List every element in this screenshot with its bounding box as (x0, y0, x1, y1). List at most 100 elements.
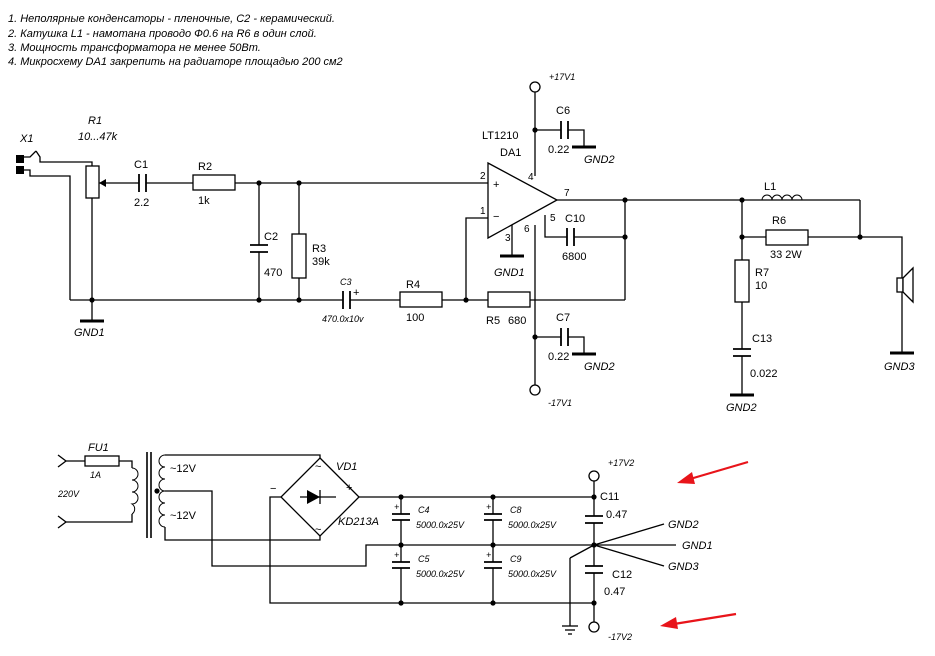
gnd1-amp-label: GND1 (74, 327, 105, 339)
vd1-part: KD213A (338, 516, 379, 528)
resistor-r5: R5 680 (486, 291, 625, 327)
capacitor-c11: C11 0.47 (585, 491, 627, 545)
c3-value: 470.0x10v (322, 314, 364, 324)
capacitor-c6: C6 0.22 GND2 (535, 105, 615, 166)
gnd1-ic-label: GND1 (494, 267, 525, 279)
gnd2-psu-label: GND2 (668, 519, 699, 531)
c4-value: 5000.0x25V (416, 520, 465, 530)
r3-value: 39k (312, 256, 330, 268)
resistor-r7: R7 10 (734, 259, 769, 303)
capacitor-c8: + C8 5000.0x25V (484, 497, 557, 545)
c1-value: 2.2 (134, 197, 149, 209)
note-1: 1. Неполярные конденсаторы - пленочные, … (8, 13, 335, 25)
c10-name: C10 (565, 213, 585, 225)
c2-name: C2 (264, 231, 278, 243)
psu-junctions (154, 488, 597, 606)
opamp-minus: − (493, 211, 499, 223)
amp-junctions (89, 127, 863, 340)
r6-value: 33 2W (770, 249, 802, 261)
r7-value: 10 (755, 280, 767, 292)
c9-plus: + (486, 550, 491, 560)
r5-name: R5 (486, 315, 500, 327)
capacitor-c5: + C5 5000.0x25V (392, 545, 465, 603)
vneg1-label: -17V1 (548, 398, 572, 408)
c11-name: C11 (600, 491, 619, 503)
c13-name: C13 (752, 333, 772, 345)
c5-plus: + (394, 550, 399, 560)
vneg2-label: -17V2 (608, 632, 632, 642)
r2-name: R2 (198, 161, 212, 173)
sec1-label: ~12V (170, 463, 197, 475)
c6-name: C6 (556, 105, 570, 117)
gnd2-c7-label: GND2 (584, 361, 615, 373)
note-4: 4. Микросхему DA1 закрепить на радиаторе… (8, 56, 343, 68)
c2-value: 470 (264, 267, 282, 279)
gnd2-c13-label: GND2 (726, 402, 757, 414)
c8-name: C8 (510, 505, 522, 515)
c12-value: 0.47 (604, 586, 625, 598)
capacitor-c1: C1 2.2 (134, 159, 193, 209)
annotation-arrow-bottom (660, 612, 737, 629)
r2-value: 1k (198, 195, 210, 207)
gnd3-amp-label: GND3 (884, 361, 915, 373)
pin5-label: 5 (550, 213, 556, 224)
c12-name: C12 (612, 569, 632, 581)
resistor-r4: R4 100 (399, 279, 488, 324)
annotation-arrow-top (677, 460, 749, 484)
c5-name: C5 (418, 554, 430, 564)
capacitor-c13: C13 0.022 GND2 (726, 333, 778, 414)
resistor-r6: R6 33 2W (765, 215, 809, 261)
fu1-value: 1A (90, 470, 101, 480)
capacitor-c7: C7 0.22 GND2 (535, 312, 615, 373)
power-supply-circuit: FU1 1A 220V ~12V ~12V VD1 KD213A + (57, 442, 749, 642)
ic-name: DA1 (500, 147, 521, 159)
chassis-ground-icon (562, 544, 595, 635)
vd1-name: VD1 (336, 461, 357, 473)
inductor-l1: L1 (761, 181, 803, 201)
capacitor-c3: + C3 470.0x10v (322, 277, 400, 324)
x1-label: X1 (19, 133, 33, 145)
sec2-label: ~12V (170, 510, 197, 522)
capacitor-c2: C2 470 (250, 183, 282, 300)
transformer: ~12V ~12V (130, 452, 197, 538)
r1-name: R1 (88, 115, 102, 127)
pin6-label: 6 (524, 224, 530, 235)
pin3-label: 3 (505, 233, 511, 244)
capacitor-c9: + C9 5000.0x25V (484, 545, 557, 603)
speaker-icon: GND3 (860, 236, 915, 373)
gnd3-psu-label: GND3 (668, 561, 699, 573)
mains-label: 220V (57, 489, 80, 499)
pin4-label: 4 (528, 172, 534, 183)
opamp-plus: + (493, 179, 499, 191)
amplifier-circuit: X1 R1 10...47k C1 2.2 R2 1k (16, 72, 915, 414)
pin7-label: 7 (564, 188, 570, 199)
r4-name: R4 (406, 279, 420, 291)
c3-name: C3 (340, 277, 352, 287)
c7-value: 0.22 (548, 351, 569, 363)
gnd2-c6-label: GND2 (584, 154, 615, 166)
c5-value: 5000.0x25V (416, 569, 465, 579)
r4-value: 100 (406, 312, 424, 324)
c6-value: 0.22 (548, 144, 569, 156)
c7-name: C7 (556, 312, 570, 324)
c1-name: C1 (134, 159, 148, 171)
c9-name: C9 (510, 554, 522, 564)
gnd1-psu-label: GND1 (682, 540, 713, 552)
resistor-r2: R2 1k (192, 161, 488, 207)
bridge-ac1: ~ (315, 461, 321, 473)
opamp-da1: + − LT1210 DA1 2 1 4 7 5 6 3 GND1 (480, 130, 570, 279)
bridge-plus: + (346, 482, 352, 494)
vpos1-label: +17V1 (549, 72, 575, 82)
c4-name: C4 (418, 505, 430, 515)
capacitor-c10: C10 6800 (544, 213, 625, 263)
capacitor-c4: + C4 5000.0x25V (392, 497, 465, 545)
bridge-ac2: ~ (315, 524, 321, 536)
note-3: 3. Мощность трансформатора не менее 50Вт… (8, 42, 261, 54)
c13-value: 0.022 (750, 368, 778, 380)
fuse-fu1: FU1 1A (84, 442, 120, 480)
c4-plus: + (394, 502, 399, 512)
pin2-label: 2 (480, 171, 486, 182)
resistor-r3: R3 39k (291, 183, 330, 300)
fu1-name: FU1 (88, 442, 109, 454)
c3-plus: + (353, 287, 359, 299)
